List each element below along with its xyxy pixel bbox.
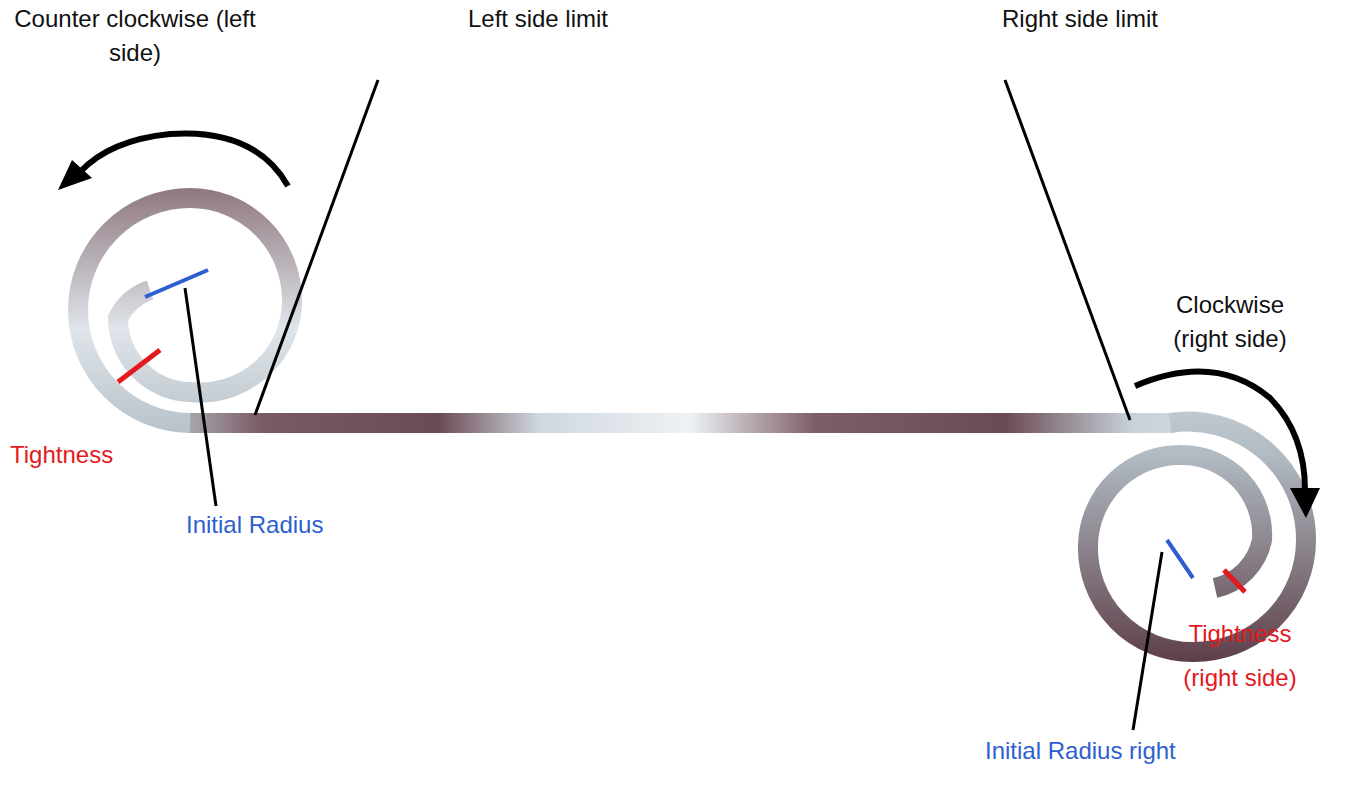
tightness-label: Tightness (right side) (1160, 612, 1320, 700)
radius-label: Initial Radius (186, 508, 366, 542)
limit-label: Right side limit (980, 2, 1180, 36)
rotation-label: Clockwise (right side) (1150, 288, 1310, 356)
limit-label: Left side limit (438, 2, 638, 36)
rotation-label: Counter clockwise (left side) (0, 2, 270, 70)
radius-label: Initial Radius right (985, 734, 1325, 768)
tightness-label: Tightness (10, 438, 150, 472)
